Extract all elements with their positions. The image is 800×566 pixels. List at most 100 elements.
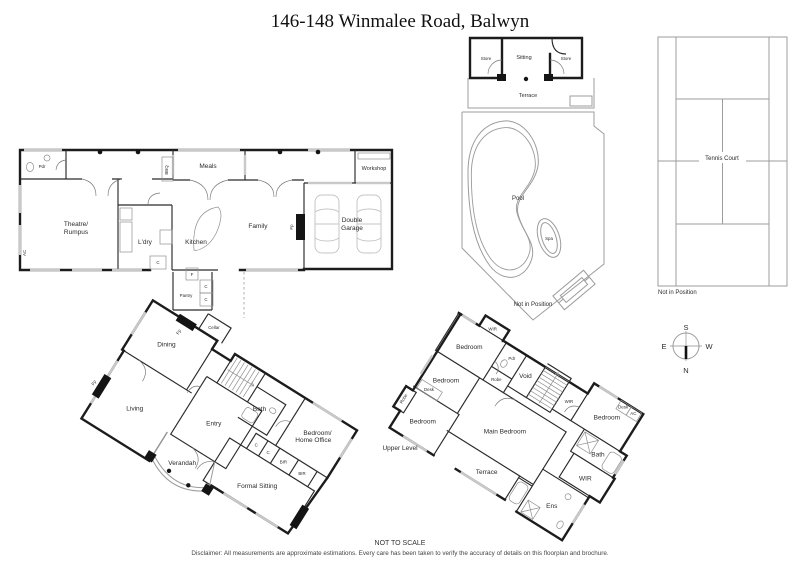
room-label-bho-1: Bedroom/ [303, 430, 331, 437]
room-label-bir-1: BIR [280, 459, 287, 464]
room-label-fp-living: Fp [90, 379, 97, 386]
room-label-wir-top: WIR [488, 327, 497, 332]
ac-bedroom4 [625, 406, 643, 422]
pool-not-in-position: Not in Position [514, 302, 553, 308]
room-label-bbq: BBQ [164, 165, 169, 175]
room-label-cupboard-1: C [204, 284, 207, 289]
stairs-ground [221, 357, 260, 398]
upper-level-caption: Upper Level [382, 445, 418, 452]
room-label-bir-c1: C [255, 442, 258, 447]
room-label-ac: AC [22, 250, 27, 256]
compass-w: W [705, 342, 713, 351]
upper-level-plan: Bedroom WIR Pdr Robe Void WIR Bedroom De… [387, 311, 645, 542]
room-label-cupboard-ldry: C [156, 260, 159, 265]
room-label-robe-1: Robe [491, 377, 502, 382]
living-fireplace [91, 373, 112, 399]
pool-shape [467, 120, 539, 278]
room-label-garage-1: Double [342, 217, 363, 224]
powder-room-fixtures [26, 154, 51, 172]
room-label-main-bedroom: Main Bedroom [484, 429, 526, 436]
room-label-bho-2: Home Office [295, 437, 331, 444]
room-label-store-1: Store [481, 56, 492, 61]
kitchen-island [193, 206, 222, 251]
room-label-bedroom-3: Bedroom [410, 419, 436, 426]
room-label-sitting: Sitting [516, 55, 531, 61]
bath-fixtures-ground [241, 407, 277, 424]
room-label-robe-2: Robe [399, 392, 409, 404]
pool-area: Store Sitting Store Terrace Pool Spa Not… [461, 36, 605, 321]
upper-pdr-toilet [500, 359, 508, 368]
room-label-void: Void [519, 373, 532, 380]
desk-bedroom2 [416, 379, 443, 402]
upper-bath-fixtures [576, 431, 622, 474]
spa-shape [536, 218, 562, 258]
room-label-bedroom-1: Bedroom [456, 344, 482, 351]
room-label-meals: Meals [199, 163, 217, 170]
room-label-bir-c2: C [267, 450, 270, 455]
room-label-formal-sitting: Formal Sitting [237, 483, 277, 490]
tennis-not-in-position: Not in Position [658, 290, 697, 296]
pool-steps [552, 269, 596, 311]
room-label-entry: Entry [206, 421, 222, 428]
laundry-fixtures [119, 207, 173, 270]
room-label-spa: Spa [545, 236, 553, 241]
compass: S N E W [661, 323, 713, 375]
workshop-bench [357, 152, 391, 160]
room-label-kitchen: Kitchen [185, 239, 207, 246]
room-label-wir-mid: WIR [565, 399, 574, 404]
room-label-pool-terrace: Terrace [519, 93, 537, 99]
formal-sitting-fireplace [289, 504, 310, 530]
room-label-upper-pdr: Pdr [508, 356, 515, 361]
compass-s: S [683, 323, 688, 332]
verandah-column-2 [186, 483, 191, 488]
tennis-court: Tennis Court Not in Position [657, 36, 788, 296]
ground-floor-main-wing: Pdr AC Theatre/ Rumpus BBQ Meals L'dry K… [18, 148, 394, 318]
room-label-desk-4: Desk [618, 405, 629, 410]
room-label-ens: Ens [546, 503, 558, 510]
room-label-bath-ground: Bath [253, 406, 267, 413]
room-label-pantry: Pantry [180, 293, 193, 298]
room-label-ac-4: AC [630, 411, 636, 416]
room-label-fp-dining: Fp [175, 328, 182, 335]
room-label-bir-2: BIR [298, 471, 305, 476]
pool-deck [461, 111, 605, 321]
garage-car-1 [314, 194, 340, 254]
room-label-garage-2: Garage [341, 225, 363, 232]
not-to-scale: NOT TO SCALE [375, 540, 426, 547]
compass-e: E [661, 342, 666, 351]
page-title: 146-148 Winmalee Road, Balwyn [271, 11, 530, 32]
room-label-upper-terrace: Terrace [476, 469, 498, 476]
room-label-living: Living [126, 406, 143, 413]
ground-floor-angled-wing: Cellar Dining Fp Living Fp Entry Bath Be… [79, 298, 359, 536]
room-label-ldry: L'dry [138, 239, 153, 246]
family-fireplace [296, 214, 305, 240]
room-label-desk-2: Desk [424, 387, 435, 392]
room-label-fp-family: Fp [289, 224, 294, 230]
room-label-workshop: Workshop [362, 166, 387, 172]
room-label-wir-2: WIR [579, 475, 592, 482]
compass-n: N [683, 366, 688, 375]
porch-columns [97, 149, 321, 155]
room-label-theatre-2: Rumpus [64, 229, 89, 236]
verandah-post-1 [144, 450, 157, 463]
room-label-bedroom-2: Bedroom [433, 378, 459, 385]
upper-tub [508, 481, 529, 505]
ens-fixtures [520, 493, 572, 529]
room-label-verandah: Verandah [168, 460, 196, 467]
room-label-pool: Pool [512, 196, 524, 202]
dining-fireplace [175, 313, 197, 332]
stairs-upper [528, 366, 570, 410]
bbq-bench [161, 156, 174, 182]
room-label-bedroom-4: Bedroom [594, 415, 620, 422]
room-label-dining: Dining [157, 342, 176, 349]
room-label-theatre-1: Theatre/ [64, 221, 88, 228]
room-label-cellar: Cellar [208, 325, 220, 330]
pantry-area: F C C Pantry [172, 267, 214, 311]
room-label-upper-bath: Bath [591, 451, 605, 458]
room-label-pdr: Pdr [39, 164, 46, 169]
verandah-column-1 [166, 468, 172, 474]
verandah-post-2 [201, 483, 214, 496]
room-label-store-2: Store [561, 56, 572, 61]
